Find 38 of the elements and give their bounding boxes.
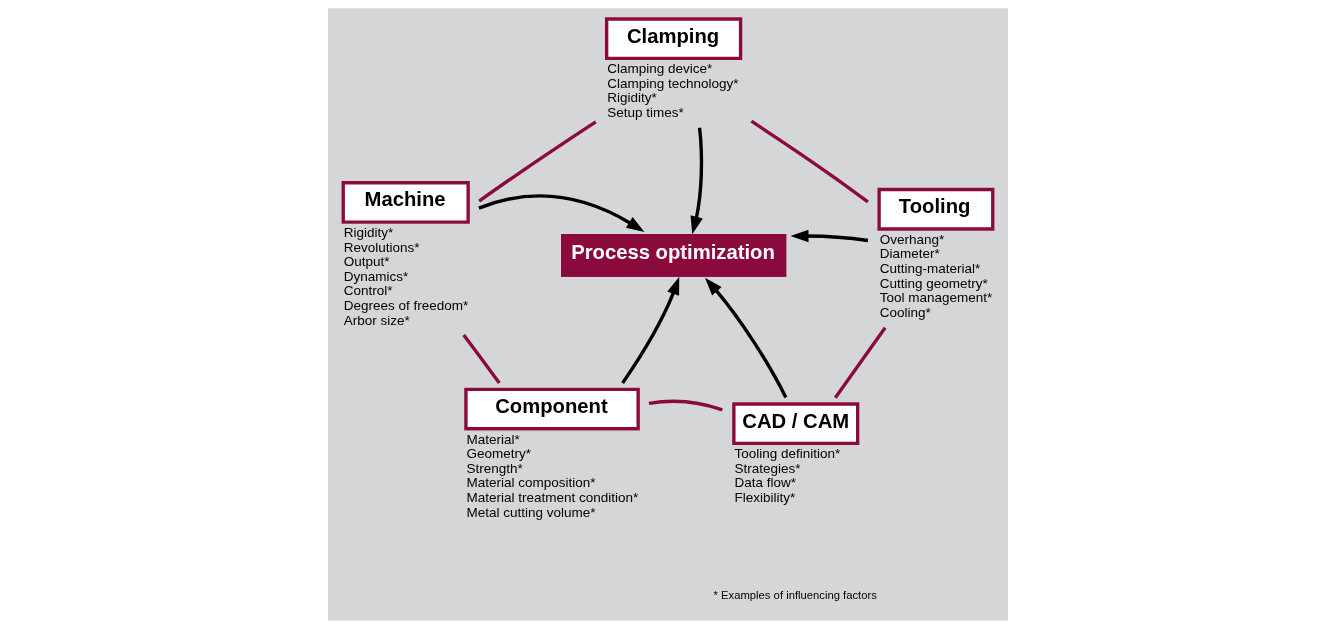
- connector: [461, 333, 501, 384]
- node-label: Diameter*: [879, 246, 940, 262]
- node-label: Cooling*: [879, 304, 931, 320]
- node-label: Clamping device*: [606, 61, 712, 77]
- node-label: Dynamics*: [343, 268, 408, 284]
- connector: [833, 326, 886, 399]
- node-label: Tool management*: [879, 290, 992, 306]
- node-label: Cutting-material*: [879, 260, 980, 276]
- connector: [477, 120, 597, 203]
- label: * Examples of influencing factors: [713, 588, 877, 601]
- node-label: Degrees of freedom*: [343, 298, 468, 314]
- connector: [648, 399, 723, 412]
- node-label: Rigidity*: [343, 224, 393, 240]
- node-label: Tooling definition*: [733, 446, 840, 462]
- node-label: Cutting geometry*: [879, 275, 988, 291]
- node-label: Arbor size*: [343, 312, 410, 328]
- node-label: Setup times*: [606, 105, 684, 121]
- node-label: Strategies*: [733, 460, 800, 476]
- arrow: [789, 229, 868, 243]
- node-label: Data flow*: [733, 475, 796, 491]
- arrow: [704, 277, 787, 399]
- node-label: Revolutions*: [343, 239, 420, 255]
- arrow: [477, 194, 644, 233]
- node-label: Strength*: [465, 460, 523, 476]
- node-label: Material composition*: [465, 475, 596, 491]
- node-label: Output*: [343, 254, 390, 270]
- node-label: Control*: [343, 283, 393, 299]
- node-label: Clamping technology*: [606, 75, 739, 91]
- connector: [749, 119, 869, 204]
- node-label: Rigidity*: [606, 90, 657, 106]
- node-label: Flexibility*: [733, 490, 795, 506]
- node-label: Overhang*: [879, 231, 944, 247]
- node-label: Material*: [465, 431, 520, 447]
- arrow: [620, 276, 679, 384]
- node-label: Geometry*: [465, 446, 531, 462]
- node-label: Material treatment condition*: [465, 490, 638, 506]
- arrow: [690, 127, 703, 235]
- node-label: Metal cutting volume*: [465, 504, 596, 520]
